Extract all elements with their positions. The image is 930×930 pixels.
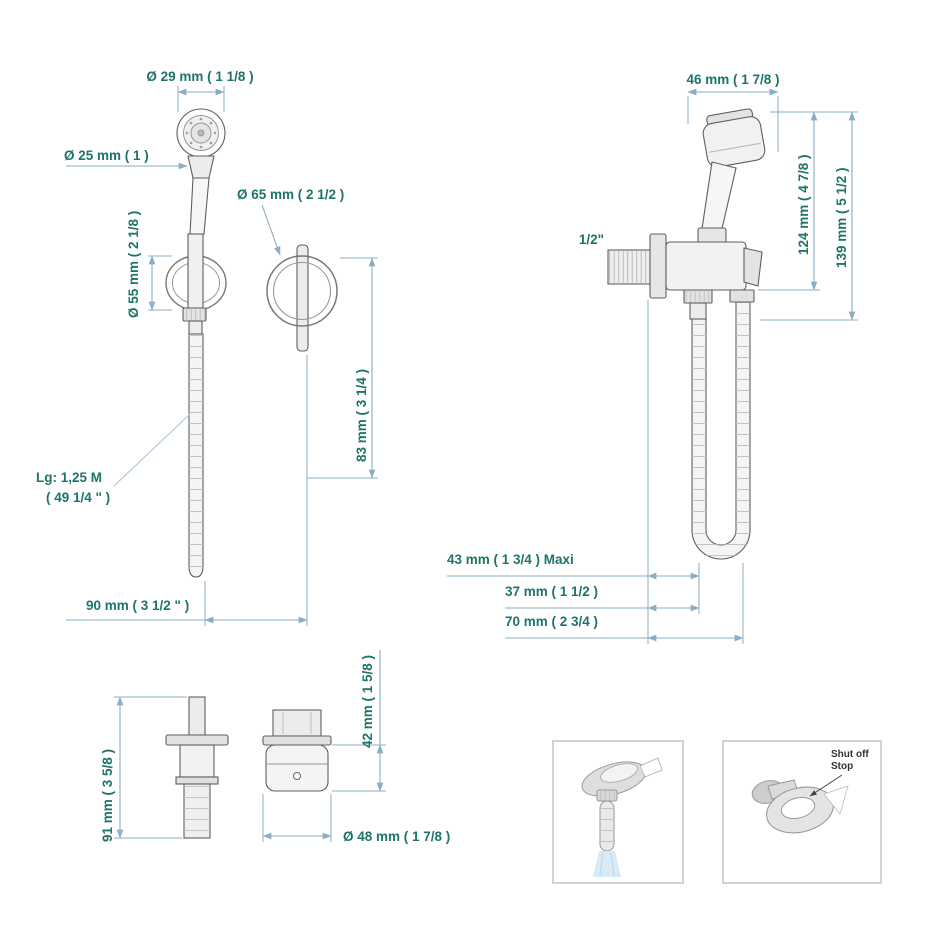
holder-clip-opening: [823, 785, 849, 815]
dim-139mm-label: 139 mm ( 5 1/2 ): [834, 167, 849, 268]
valve-body: [665, 241, 747, 291]
cap-part-view: [262, 709, 332, 792]
dim-ring65-label: Ø 65 mm ( 2 1/2 ): [237, 187, 344, 202]
dim-43mm-label: 43 mm ( 1 3/4 ) Maxi: [447, 552, 574, 567]
dim-124mm-label: 124 mm ( 4 7/8 ): [796, 154, 811, 255]
dim-ring55-label: Ø 55 mm ( 2 1/8 ): [126, 211, 141, 318]
valve-assembly-side-view: [607, 108, 766, 560]
hose-u-bend: [691, 301, 751, 560]
wall-flange: [649, 233, 667, 299]
shutoff-note-line2: Stop: [831, 761, 853, 772]
dim-head-diameter-label: Ø 29 mm ( 1 1/8 ): [146, 69, 253, 84]
dim-46mm-label: 46 mm ( 1 7/8 ): [686, 72, 779, 87]
inlet-size-label: 1/2": [579, 232, 604, 247]
dim-42mm-label: 42 mm ( 1 5/8 ): [360, 655, 375, 748]
dim-83mm-label: 83 mm ( 3 1/4 ): [354, 369, 369, 462]
lever-rod: [296, 244, 309, 352]
spray-head-side: [702, 108, 766, 168]
spray-face-nozzles: [185, 117, 217, 149]
thumbnail-box-holder-clip: Shut off Stop: [722, 740, 882, 884]
dim-90mm-label: 90 mm ( 3 1/2 " ): [86, 598, 189, 613]
hose-length-label-line1: Lg: 1,25 M: [36, 470, 102, 485]
holder-hook: [743, 247, 763, 287]
cartridge-part-view: [165, 696, 229, 839]
dim-70mm-label: 70 mm ( 2 3/4 ): [505, 614, 598, 629]
dim-37mm-label: 37 mm ( 1 1/2 ): [505, 584, 598, 599]
shutoff-pointer-arrow: [809, 774, 843, 797]
holder-ring-dimensions: Ø 65 mm ( 2 1/2 ) 83 mm ( 3 1/4 ): [237, 187, 378, 479]
holder-clip-gap: [639, 757, 663, 778]
cartridge-dimensions: 91 mm ( 3 5/8 ): [100, 696, 187, 842]
cap-dimensions: 42 mm ( 1 5/8 ) Ø 48 mm ( 1 7/8 ): [262, 650, 450, 844]
water-stream: [593, 851, 621, 877]
dim-body-diameter-label: Ø 25 mm ( 1 ): [64, 148, 149, 163]
valve-dimensions: 46 mm ( 1 7/8 ) 124 mm ( 4 7/8 ) 139 mm …: [447, 72, 858, 644]
hose-length-label-line2: ( 49 1/4 " ): [46, 490, 110, 505]
dim-48mm-label: Ø 48 mm ( 1 7/8 ): [343, 829, 450, 844]
shutoff-note-line1: Shut off: [831, 749, 869, 760]
thumbnail-box-holder-hose: [552, 740, 684, 884]
dim-91mm-label: 91 mm ( 3 5/8 ): [100, 749, 115, 842]
handspray-front-view: [165, 108, 227, 578]
hose-length-leader: [113, 413, 191, 487]
handspray-dimensions: Ø 29 mm ( 1 1/8 ) Ø 25 mm ( 1 ) Ø 55 mm …: [36, 69, 308, 626]
holder-ring-front-view: [266, 244, 338, 352]
